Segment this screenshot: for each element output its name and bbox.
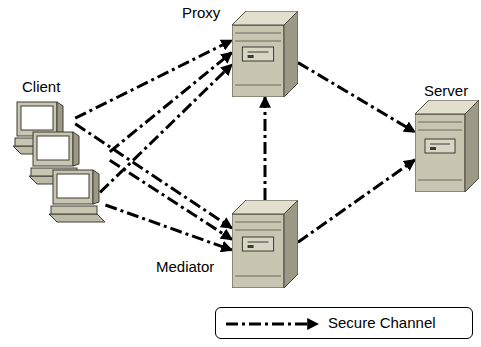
- secure-channel: [75, 40, 232, 118]
- tower-icon: [232, 11, 298, 97]
- legend-text: Secure Channel: [328, 314, 436, 331]
- node-label: Proxy: [182, 4, 220, 21]
- client-group: Client: [0, 78, 118, 243]
- node-label: Server: [424, 82, 468, 99]
- legend-box: Secure Channel: [215, 307, 473, 339]
- server-node: Server: [408, 82, 481, 194]
- tower-icon: [415, 100, 479, 192]
- server-node: Mediator: [152, 200, 300, 290]
- server-node: Proxy: [178, 4, 300, 98]
- node-label: Mediator: [156, 258, 214, 275]
- node-label: Client: [22, 78, 60, 95]
- computer-icons: [5, 100, 113, 240]
- secure-channel: [110, 52, 232, 152]
- secure-channel: [298, 63, 415, 133]
- legend-sample: [222, 314, 322, 334]
- secure-channel: [105, 205, 232, 250]
- secure-channel: [75, 124, 232, 228]
- tower-icon: [232, 200, 298, 288]
- secure-channel: [298, 160, 415, 242]
- secure-channel: [264, 97, 267, 200]
- secure-channel: [100, 64, 232, 192]
